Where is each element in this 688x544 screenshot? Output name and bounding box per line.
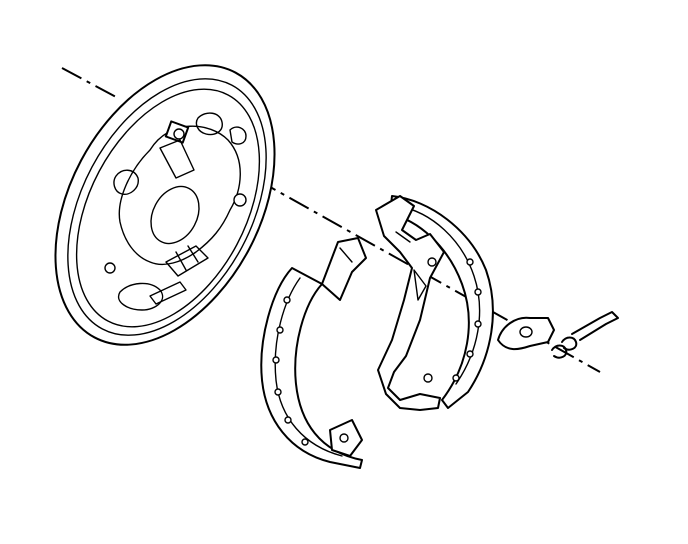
rear-brake-shoe: [375, 195, 494, 411]
adjuster-lever: [497, 316, 555, 351]
retaining-spring: [551, 311, 619, 359]
backing-plate: [54, 64, 276, 346]
front-brake-shoe: [260, 237, 367, 469]
